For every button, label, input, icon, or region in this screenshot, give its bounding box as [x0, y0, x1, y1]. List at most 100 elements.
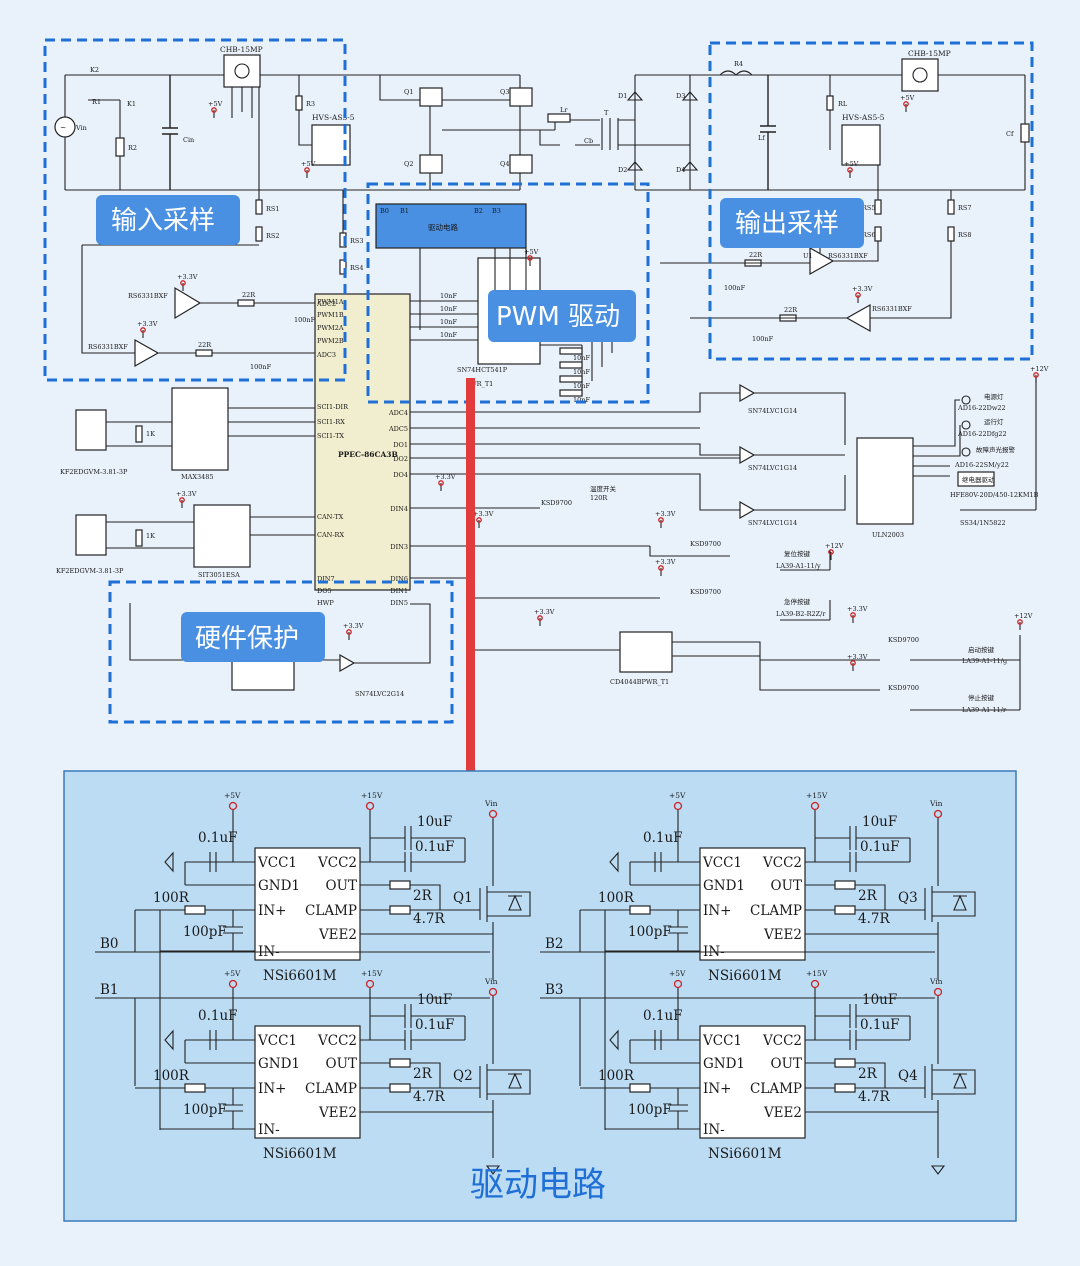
pwm-drive-badge: PWM 驱动: [488, 290, 636, 342]
mcu-pin-label: SCI1-TX: [317, 432, 344, 440]
svg-text:Q1: Q1: [404, 88, 413, 96]
ground-symbol: [609, 1029, 619, 1051]
svg-text:B2: B2: [545, 936, 564, 952]
ground-symbol: [609, 851, 619, 873]
svg-text:B3: B3: [492, 207, 501, 215]
input-opamps: RS6331BXF RS6331BXF 22R 22R 100nF 100nF: [81, 244, 316, 371]
chip-pin-label: OUT: [771, 1056, 802, 1072]
svg-text:SN74LVC1G14: SN74LVC1G14: [748, 519, 797, 527]
gate-driver-2: VCC1GND1IN+IN-VCC2OUTCLAMPVEE2NSi6601M0.…: [135, 969, 531, 1175]
chip-pin-label: GND1: [703, 1056, 745, 1072]
output-net: [805, 1062, 938, 1113]
svg-text:SN74HCT541P: SN74HCT541P: [457, 366, 508, 374]
chip-pin-label: CLAMP: [750, 903, 802, 919]
svg-text:10nF: 10nF: [440, 305, 457, 313]
vcc1-net: [184, 988, 255, 1064]
svg-text:温度开关: 温度开关: [590, 484, 617, 493]
vcc2-net: [360, 988, 466, 1050]
svg-text:LA39-A1-11/g: LA39-A1-11/g: [962, 657, 1007, 665]
mcu-pin-label: DIN1: [390, 587, 408, 595]
chip-pin-label: IN-: [703, 1122, 725, 1138]
mcu-pin-label: DIN6: [390, 575, 408, 583]
svg-text:HVS-AS5-5: HVS-AS5-5: [842, 113, 885, 122]
fet-label: Q2: [453, 1068, 473, 1084]
driver-chip: [254, 847, 361, 961]
status-outputs: SN74LVC1G14 SN74LVC1G14 SN74LVC1G14 ULN2…: [410, 378, 1039, 539]
input-resistor: [184, 1083, 206, 1093]
rail-label: +3.3V: [534, 608, 555, 616]
driver-chip: [254, 1025, 361, 1139]
chip-part-number: NSi6601M: [708, 1146, 782, 1162]
chip-pin-label: VCC1: [257, 855, 297, 871]
ground-symbol: [164, 1029, 174, 1051]
clamp-resistor: [389, 905, 411, 915]
chip-pin-label: CLAMP: [305, 903, 357, 919]
rail-label: +3.3V: [847, 653, 868, 661]
svg-text:RS8: RS8: [958, 231, 971, 239]
rail-label: +3.3V: [852, 285, 873, 293]
fet-label: Q1: [453, 890, 473, 906]
rail-flag: [933, 809, 943, 819]
mcu-pin-label: PWM1B: [317, 311, 344, 319]
chip-part-number: NSi6601M: [708, 968, 782, 984]
chip-pin-label: GND1: [703, 878, 745, 894]
svg-text:R1: R1: [92, 98, 101, 106]
chip-pin-label: VCC2: [762, 855, 802, 871]
mcu-pin-label: PWM2B: [317, 337, 344, 345]
svg-text:100nF: 100nF: [250, 363, 272, 371]
svg-text:RS7: RS7: [958, 204, 971, 212]
mcu-pin-label: CAN-RX: [317, 531, 344, 539]
svg-text:1K: 1K: [146, 532, 155, 540]
svg-text:RS6331BXF: RS6331BXF: [88, 343, 128, 351]
ground-symbol: [930, 1165, 946, 1175]
clamp-resistor: [389, 1083, 411, 1093]
svg-text:B1: B1: [400, 207, 409, 215]
rail-label: +3.3V: [655, 558, 676, 566]
svg-text:100nF: 100nF: [752, 335, 774, 343]
rail-flag: [180, 280, 186, 286]
svg-text:Cin: Cin: [183, 136, 194, 144]
mcu-pin-label: ADC2: [316, 300, 336, 308]
cap-label: 0.1uF: [415, 839, 455, 855]
svg-text:复位按键: 复位按键: [784, 549, 811, 558]
vcc1-net: [184, 810, 255, 886]
rail-flag: [527, 255, 533, 261]
cap-label: 10uF: [862, 814, 897, 830]
rail-label: +3.3V: [177, 273, 198, 281]
rail-label: +5V: [669, 969, 686, 978]
rail-label: +12V: [825, 542, 844, 550]
svg-text:22R: 22R: [784, 306, 798, 314]
output-filter: R4 Lf Cf RL: [719, 60, 1030, 191]
svg-text:LA39-B2-R2Z/r: LA39-B2-R2Z/r: [776, 610, 826, 618]
ground-symbol: [164, 851, 174, 873]
rail-flag: [1017, 619, 1023, 625]
cap-label: 0.1uF: [198, 1008, 238, 1024]
svg-text:22R: 22R: [198, 341, 212, 349]
mcu-pin-label: DO1: [393, 441, 408, 449]
mcu-pin-label: ADC4: [388, 409, 408, 417]
cap-label: 100pF: [628, 1102, 672, 1118]
svg-text:B0: B0: [380, 207, 389, 215]
svg-text:Q2: Q2: [404, 160, 413, 168]
svg-text:CD4044BPWR_T1: CD4044BPWR_T1: [610, 678, 669, 686]
rail-flag: [903, 101, 909, 107]
rail-flag: [179, 497, 185, 503]
svg-text:Cb: Cb: [584, 137, 593, 145]
rail-flag: [346, 629, 352, 635]
input-resistor: [629, 905, 651, 915]
resistor-label: 4.7R: [413, 1089, 445, 1105]
svg-text:Lr: Lr: [560, 106, 568, 114]
svg-text:R3: R3: [306, 100, 315, 108]
mcu-pin-label: DO2: [393, 455, 408, 463]
rail-flag: [365, 801, 375, 811]
rail-label: +5V: [524, 248, 539, 256]
input-current-sensor: CHB-15MP: [220, 45, 263, 118]
rail-flag: [658, 565, 664, 571]
svg-text:Lf: Lf: [758, 134, 765, 142]
cap-label: 100pF: [628, 924, 672, 940]
svg-text:SS34/1N5822: SS34/1N5822: [960, 519, 1006, 527]
mcu-pin-label: SCI1-DIR: [317, 403, 349, 411]
vcc1-net: [629, 810, 700, 886]
chip-pin-label: CLAMP: [305, 1081, 357, 1097]
